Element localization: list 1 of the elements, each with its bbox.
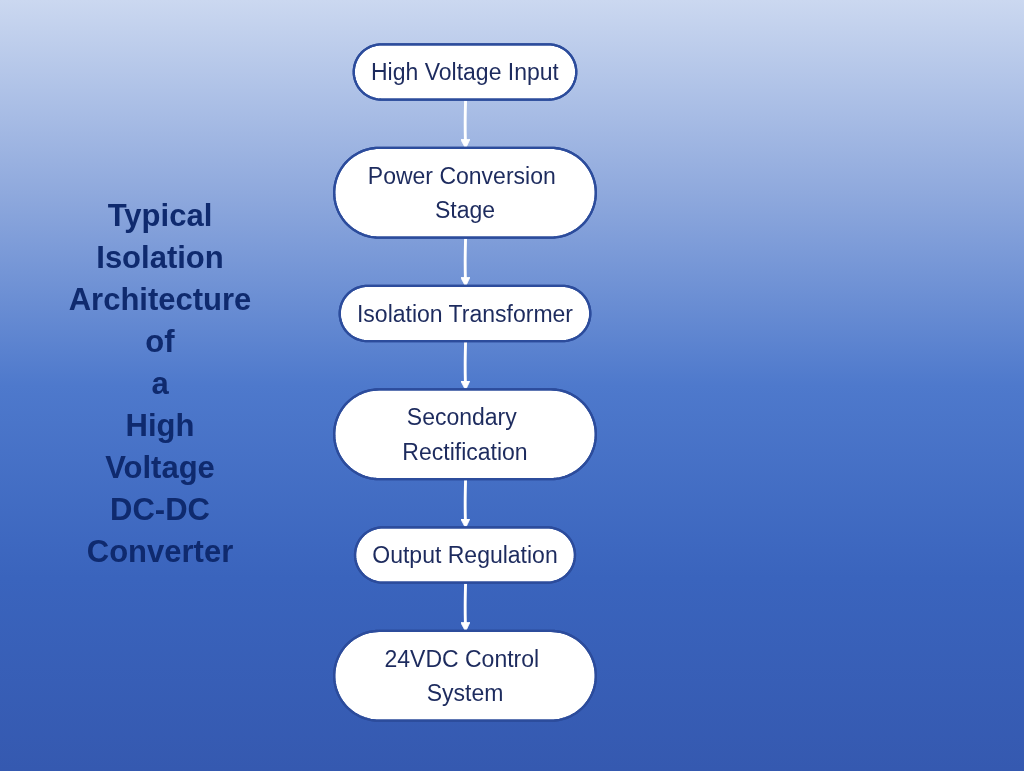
title: Typical Isolation Architecture of a High Voltage DC-DC Converter (67, 197, 253, 571)
